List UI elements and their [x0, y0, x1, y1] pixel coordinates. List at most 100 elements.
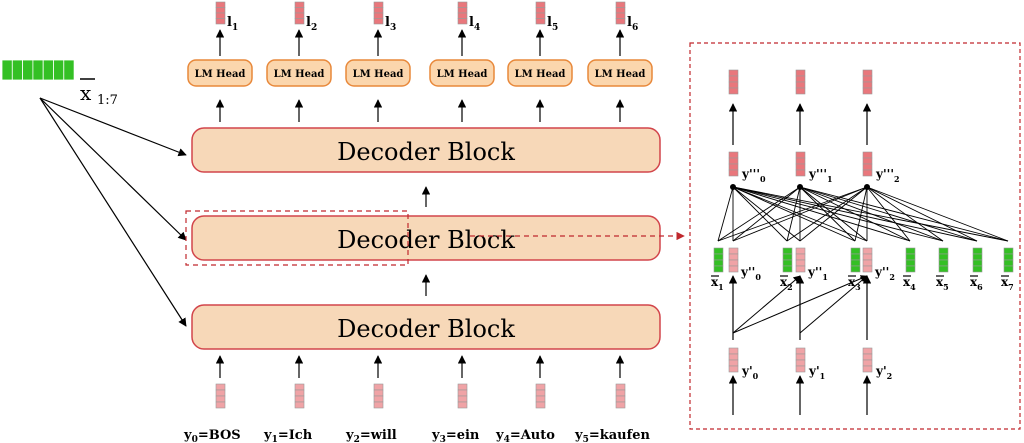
vector-cell: [215, 401, 226, 409]
logit-label-sub: 1: [232, 23, 238, 33]
decoder-block-label: Decoder Block: [337, 315, 515, 343]
y-triple-prime-vector: [862, 151, 873, 177]
encoder-state-vector: [782, 247, 793, 273]
encoder-state-label-main: x: [970, 275, 978, 289]
logit-label: l2: [306, 15, 317, 33]
token-word: =BOS: [198, 428, 241, 443]
attention-edge: [732, 275, 801, 334]
y-double-prime-label-main: y'': [740, 265, 755, 279]
vector-cell: [728, 247, 739, 255]
encoder-state-label: x6: [970, 275, 983, 292]
vector-cell: [535, 12, 546, 19]
decoder-block-bottom: Decoder Block: [191, 304, 661, 350]
vector-cell: [862, 247, 873, 255]
vector-cell: [535, 383, 546, 391]
vector-cell: [862, 87, 873, 95]
input-token-label: y3=ein: [431, 428, 480, 443]
logit-label-sub: 2: [311, 23, 317, 33]
vector-cell: [373, 18, 384, 25]
vector-cell: [728, 347, 739, 355]
vector-cell: [795, 353, 806, 361]
vector-cell: [215, 383, 226, 391]
encoder-state-label-main: x: [711, 275, 719, 289]
y-double-prime-label-main: y'': [874, 265, 889, 279]
y-prime-label: y'1: [808, 364, 825, 381]
vector-cell: [728, 353, 739, 361]
vector-cell: [1003, 265, 1014, 273]
vector-cell: [795, 265, 806, 273]
vector-cell: [373, 383, 384, 391]
y-triple-prime-label-main: y''': [741, 167, 760, 181]
y-prime-label-sub: 0: [753, 371, 759, 381]
vector-cell: [457, 18, 468, 25]
token-var: y: [495, 428, 504, 443]
decoder-block-top: Decoder Block: [191, 127, 661, 173]
cross-attention-edge: [799, 186, 868, 242]
vector-cell: [938, 265, 949, 273]
vector-cell: [782, 265, 793, 273]
token-var: y: [345, 428, 354, 443]
y-prime-vector: [862, 347, 873, 373]
vector-cell: [862, 259, 873, 267]
token-sub: 3: [440, 435, 446, 443]
y-double-prime-label-sub: 2: [889, 272, 895, 282]
vector-cell: [728, 151, 739, 159]
cross-attention-edge: [732, 186, 801, 242]
attention-edge: [732, 275, 868, 334]
vector-cell: [457, 7, 468, 14]
vector-cell: [862, 169, 873, 177]
vector-cell: [728, 169, 739, 177]
vector-cell: [862, 265, 873, 273]
encoder-state-vector: [905, 247, 916, 273]
vector-cell: [373, 12, 384, 19]
vector-cell: [728, 69, 739, 77]
vector-cell: [713, 253, 724, 261]
vector-cell: [862, 163, 873, 171]
detail-output-vector: [862, 69, 873, 95]
vector-cell: [795, 359, 806, 367]
logit-label: l5: [547, 15, 558, 33]
vector-cell: [457, 401, 468, 409]
cross-attention-edge: [866, 186, 978, 242]
y-triple-prime-vector: [795, 151, 806, 177]
y-double-prime-label-sub: 1: [822, 272, 828, 282]
vector-cell: [1003, 253, 1014, 261]
input-token-label: y4=Auto: [495, 428, 555, 443]
token-var: y: [263, 428, 272, 443]
y-prime-label-main: y': [808, 364, 820, 378]
encoder-state-label-main: x: [848, 275, 856, 289]
cross-attention-edge: [717, 186, 868, 242]
logit-label-sub: 4: [474, 23, 480, 33]
decoder-block-middle: Decoder Block: [191, 215, 661, 261]
vector-cell: [728, 81, 739, 89]
encoder-state-label-main: x: [936, 275, 944, 289]
encoder-state-label-sub: 6: [977, 282, 983, 292]
vector-cell: [535, 18, 546, 25]
lm-head-box: [345, 59, 411, 87]
vector-cell: [905, 253, 916, 261]
vector-cell: [535, 401, 546, 409]
vector-cell: [795, 151, 806, 159]
vector-cell: [795, 75, 806, 83]
vector-cell: [862, 69, 873, 77]
vector-cell: [795, 169, 806, 177]
vector-cell: [938, 253, 949, 261]
input-vector: [294, 383, 305, 409]
logit-label: l4: [469, 15, 480, 33]
vector-cell: [795, 347, 806, 355]
vector-cell: [728, 259, 739, 267]
cross-attention-edge: [866, 186, 911, 242]
vector-cell: [728, 163, 739, 171]
vector-cell: [615, 18, 626, 25]
token-sub: 2: [354, 435, 360, 443]
encoder-state-label: x7: [1001, 275, 1014, 292]
vector-cell: [782, 253, 793, 261]
vector-cell: [215, 12, 226, 19]
vector-cell: [850, 253, 861, 261]
vector-cell: [795, 81, 806, 89]
logit-vector: [535, 1, 546, 25]
cross-attention-edge: [732, 186, 868, 242]
encoder-cell: [22, 59, 34, 81]
encoder-subscript: 1:7: [97, 93, 118, 108]
